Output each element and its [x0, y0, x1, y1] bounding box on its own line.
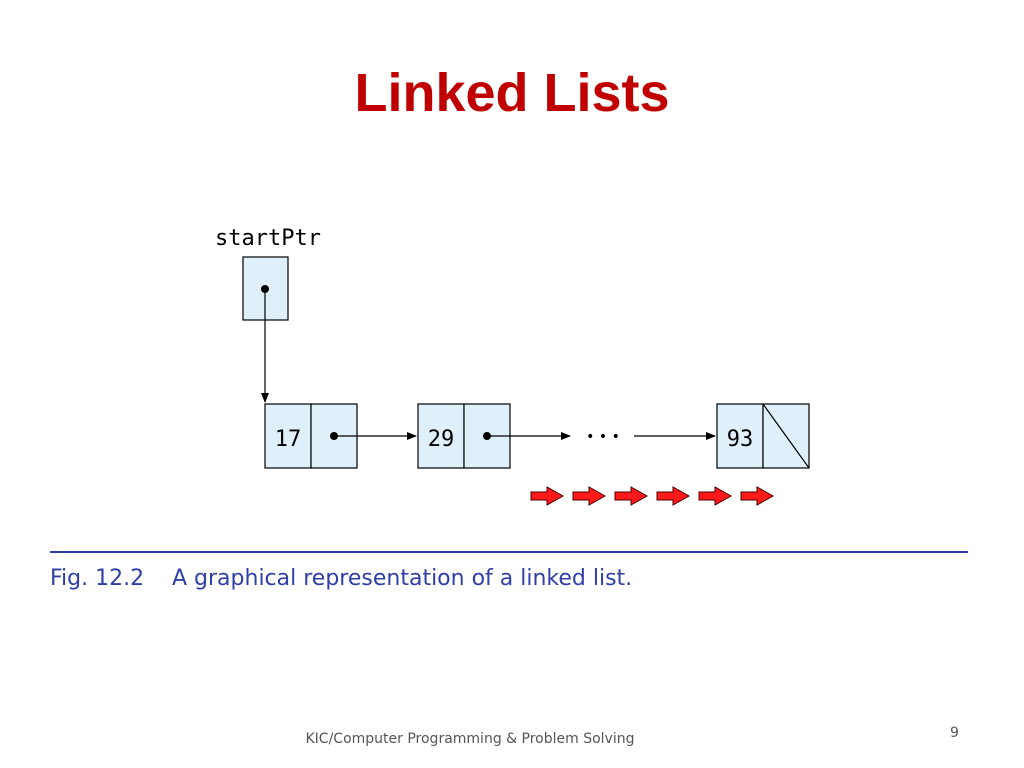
ellipsis: • • •: [586, 429, 620, 445]
node-1-value: 17: [275, 427, 302, 452]
red-arrow-icon: [530, 486, 565, 506]
figure-caption-text: A graphical representation of a linked l…: [172, 566, 633, 591]
caption-divider: [50, 551, 968, 553]
node-2-value: 29: [428, 427, 455, 452]
red-arrow-icon: [740, 486, 775, 506]
null-pointer-slash: [762, 403, 810, 469]
slide-footer: KIC/Computer Programming & Problem Solvi…: [305, 731, 635, 747]
list-node-3: 93: [716, 403, 810, 469]
figure-number: Fig. 12.2: [50, 566, 145, 591]
red-arrow-icon: [698, 486, 733, 506]
figure-caption: Fig. 12.2 A graphical representation of a…: [50, 566, 632, 591]
list-node-1: 17: [264, 403, 358, 469]
red-arrow-row: [530, 486, 775, 506]
page-number: 9: [950, 725, 959, 741]
red-arrow-icon: [656, 486, 691, 506]
node-2-data-cell: [417, 403, 465, 469]
node-3-value: 93: [727, 427, 754, 452]
start-pointer-label: startPtr: [215, 226, 321, 251]
slide-title: Linked Lists: [354, 63, 670, 123]
red-arrow-icon: [572, 486, 607, 506]
node-3-data-cell: [716, 403, 764, 469]
red-arrow-icon: [614, 486, 649, 506]
